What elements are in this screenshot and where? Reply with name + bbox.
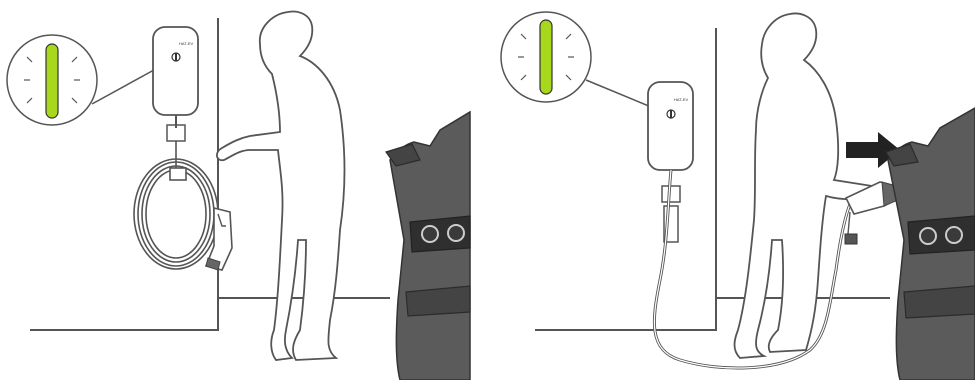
headlight [907, 215, 975, 255]
left-panel: HAT-EV [6, 10, 471, 380]
wallbox-charger: HAT-EV [647, 81, 694, 243]
charger-brand-label: HAT-EV [674, 97, 688, 102]
front-bumper-vent [405, 285, 471, 317]
indicator-zoom-circle [500, 11, 669, 115]
right-panel: HAT-EV [500, 11, 975, 380]
status-light-bar [539, 19, 553, 95]
front-bumper-vent [903, 285, 975, 319]
side-mirror [885, 143, 919, 167]
coiled-cable [133, 141, 219, 270]
glow-rays [518, 33, 574, 81]
person-silhouette [733, 12, 873, 359]
glow-rays [24, 56, 80, 104]
wallbox-charger: HAT-EV [152, 26, 199, 142]
person-silhouette [216, 10, 346, 361]
car-front [385, 110, 471, 380]
side-mirror [385, 143, 421, 167]
status-light-bar [45, 43, 59, 119]
wall-corner-line [30, 18, 219, 331]
hanging-charge-plug [204, 206, 233, 271]
wall-corner-line [535, 28, 717, 331]
insert-direction-arrow [846, 132, 900, 168]
indicator-zoom-circle [6, 34, 175, 126]
car-front [885, 107, 975, 380]
charger-brand-label: HAT-EV [179, 41, 193, 46]
